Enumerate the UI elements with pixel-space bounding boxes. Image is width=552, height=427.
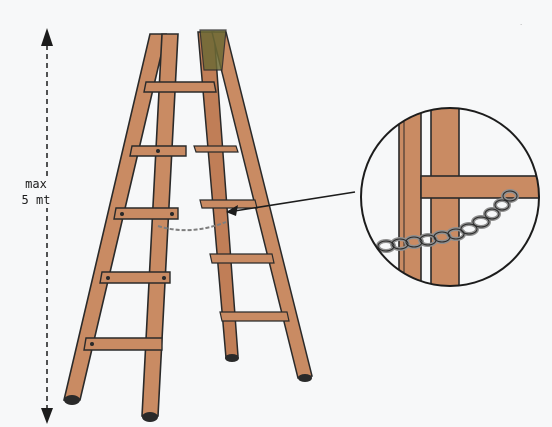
- height-limit-label: max 5 mt: [16, 176, 56, 208]
- chain-detail-inset: [361, 100, 552, 300]
- svg-text:·: ·: [520, 21, 522, 29]
- height-arrow: [41, 28, 53, 424]
- front-ladder: [64, 34, 216, 422]
